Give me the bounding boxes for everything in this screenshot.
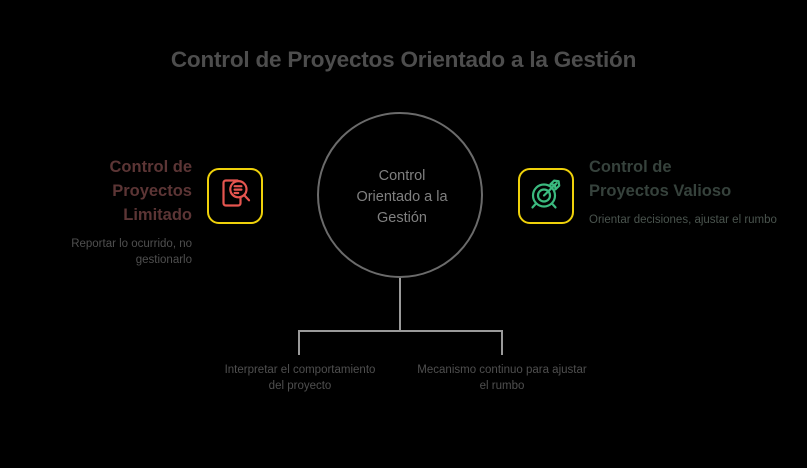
branch-limited-icon-box: [207, 168, 263, 224]
center-node-line-1: Control: [378, 167, 426, 184]
center-node-line-3: Gestión: [377, 209, 427, 226]
leaf-label-mechanism: Mecanismo continuo para ajustar el rumbo: [417, 364, 587, 392]
center-node-label: Control Orientado a la Gestión: [319, 114, 485, 280]
leaf-label-interpret: Interpretar el comportamiento del proyec…: [224, 364, 376, 392]
branch-limited-heading-line-1: Control de: [109, 158, 193, 176]
branch-valuable-heading-line-1: Control de: [589, 158, 672, 176]
target-arrow-icon: [528, 176, 564, 217]
branch-limited-heading-line-2: Proyectos: [112, 182, 192, 200]
branch-valuable: Control de Proyectos Valioso Orientar de…: [518, 155, 784, 228]
branch-limited-text: Control de Proyectos Limitado Reportar l…: [14, 155, 192, 268]
branch-valuable-heading-line-2: Proyectos Valioso: [589, 182, 732, 200]
page-title: Control de Proyectos Orientado a la Gest…: [170, 47, 637, 72]
center-node: Control Orientado a la Gestión: [317, 112, 483, 278]
branch-valuable-icon-box: [518, 168, 574, 224]
connector-drop-right: [501, 330, 503, 355]
branch-limited-subtitle: Reportar lo ocurrido, no gestionarlo: [71, 238, 192, 266]
center-node-line-2: Orientado a la: [356, 188, 448, 205]
connector-stem: [399, 277, 401, 331]
branch-valuable-text: Control de Proyectos Valioso Orientar de…: [589, 155, 784, 228]
branch-limited-heading: Control de Proyectos Limitado: [14, 155, 193, 227]
branch-limited: Control de Proyectos Limitado Reportar l…: [14, 155, 263, 268]
connector-drop-left: [298, 330, 300, 355]
branch-valuable-heading: Control de Proyectos Valioso: [589, 155, 784, 203]
document-magnifier-icon: [217, 176, 253, 217]
branch-limited-heading-line-3: Limitado: [123, 206, 192, 224]
branch-valuable-subtitle: Orientar decisiones, ajustar el rumbo: [589, 214, 777, 226]
connector-horizontal-bar: [298, 330, 503, 332]
